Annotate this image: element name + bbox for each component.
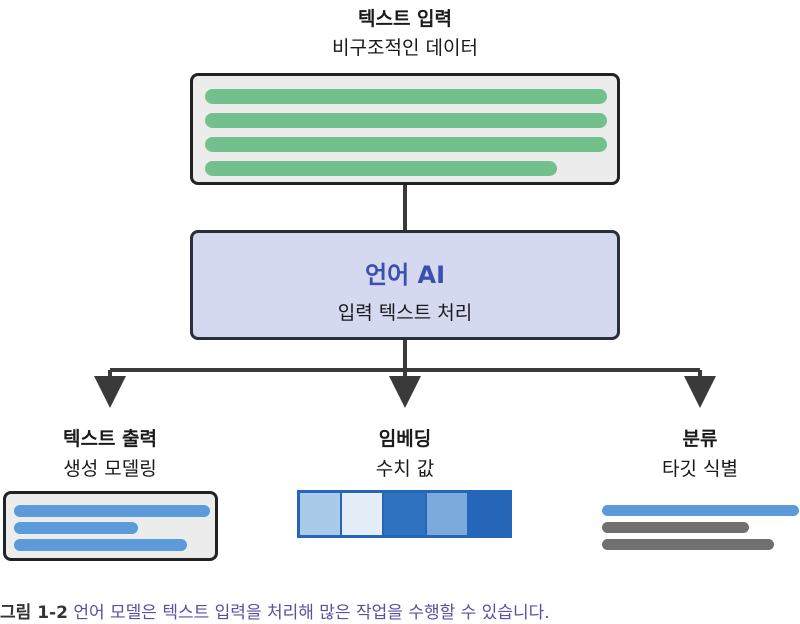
- embedding-cell: [342, 493, 385, 535]
- figure-caption: 그림 1-2 언어 모델은 텍스트 입력을 처리해 많은 작업을 수행할 수 있…: [0, 598, 800, 623]
- output-text-box: [3, 491, 218, 561]
- input-text-line: [205, 113, 607, 128]
- output-classification-subtitle: 타깃 식별: [662, 458, 738, 480]
- output-text-line: [14, 522, 138, 534]
- classification-bar: [602, 522, 749, 533]
- embedding-vector: [297, 490, 512, 538]
- input-text-line: [205, 89, 607, 104]
- input-text-line: [205, 137, 607, 152]
- input-title: 텍스트 입력: [357, 8, 452, 30]
- classification-bar: [602, 539, 774, 550]
- language-ai-title: 언어 AI: [364, 261, 446, 289]
- output-text-line: [14, 505, 210, 517]
- figure-number: 그림 1-2: [0, 603, 68, 623]
- figure-caption-text: 언어 모델은 텍스트 입력을 처리해 많은 작업을 수행할 수 있습니다.: [73, 603, 550, 623]
- embedding-cell: [384, 493, 427, 535]
- output-embedding-subtitle: 수치 값: [375, 458, 435, 480]
- output-text-title: 텍스트 출력: [62, 428, 157, 450]
- embedding-cell: [426, 493, 469, 535]
- output-text-line: [14, 539, 187, 551]
- embedding-cell: [300, 493, 343, 535]
- output-classification-title: 분류: [682, 428, 718, 450]
- output-text-subtitle: 생성 모델링: [63, 458, 157, 480]
- input-subtitle: 비구조적인 데이터: [332, 37, 478, 59]
- language-ai-box: 언어 AI 입력 텍스트 처리: [190, 230, 620, 340]
- output-embedding-title: 임베딩: [378, 428, 432, 450]
- classification-bar: [602, 505, 799, 516]
- embedding-cell: [468, 493, 510, 535]
- language-ai-subtitle: 입력 텍스트 처리: [337, 302, 473, 324]
- input-text-line: [205, 161, 557, 176]
- input-text-box: [190, 73, 620, 185]
